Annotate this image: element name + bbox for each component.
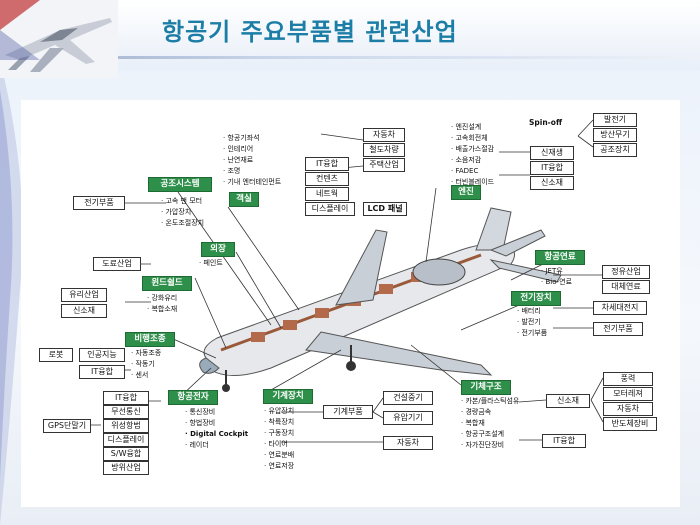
box-it-convergence-engine: IT융합	[530, 161, 574, 175]
box-it-convergence-av: IT융합	[103, 391, 149, 405]
box-alternative-fuel: 대체연료	[602, 280, 650, 294]
header-flight-control: 비행조종	[125, 332, 175, 347]
list-electrical: 배터리 발전기 전기부품	[517, 306, 547, 339]
box-electrical-parts-right: 전기부품	[593, 322, 643, 336]
box-mechanical-parts: 기계부품	[323, 405, 373, 419]
box-automobile-cabin: 자동차	[363, 128, 405, 142]
box-sw-convergence: S/W융합	[103, 447, 149, 461]
page-title: 항공기 주요부품별 관련산업	[162, 18, 458, 46]
fighter-jet-icon	[0, 0, 118, 78]
box-display: 디스플레이	[103, 433, 149, 447]
box-it-convergence-fc: IT융합	[79, 365, 125, 379]
box-display-cabin: 디스플레이	[305, 202, 355, 216]
box-satellite-nav: 위성항법	[103, 419, 149, 433]
list-aviation-fuel: JET유 Bio-연료	[541, 266, 572, 288]
list-flight-control: 자동조종 작동기 센서	[131, 348, 161, 381]
list-cabin: 항공기좌석 인테리어 난연재료 조명 기내 엔터테인먼트	[223, 133, 281, 188]
header-airframe: 기체구조	[461, 380, 511, 395]
box-gps-terminal: GPS단말기	[43, 419, 91, 433]
box-it-convergence-airframe: IT융합	[542, 434, 586, 448]
box-hydraulic-equipment: 유압기기	[383, 411, 433, 425]
list-mechanical: 유압장치 착륙장치 구동장치 타이어 연료분배 연료저장	[264, 406, 294, 472]
list-avionics: 통신장비 항법장비 Digital Cockpit 레이더	[185, 407, 248, 451]
box-defense: 방위산업	[103, 461, 149, 475]
box-semiconductor-equipment: 반도체장비	[603, 417, 657, 431]
box-wind-power: 풍력	[603, 372, 653, 386]
header-engine: 엔진	[451, 185, 481, 200]
box-automobile-mech: 자동차	[383, 436, 433, 450]
box-ai: 인공지능	[79, 348, 125, 362]
box-construction-machinery: 건설중기	[383, 391, 433, 405]
header-windshield: 윈드쉴드	[142, 276, 192, 291]
list-air-conditioning: 고속 팬 모터 가압장치 온도조절장치	[161, 196, 204, 229]
box-next-gen-battery: 차세대전지	[593, 301, 647, 315]
header-mechanical: 기계장치	[263, 389, 313, 404]
header-electrical: 전기장치	[511, 291, 561, 306]
list-engine: 엔진설계 고속회전체 배출가스절감 소음저감 FADEC 터빈블레이드	[451, 122, 494, 188]
header-divider	[0, 56, 700, 59]
box-generator: 발전기	[593, 113, 637, 127]
aircraft-cutaway-illustration	[74, 119, 604, 443]
box-new-materials-engine: 신소재	[530, 176, 574, 190]
header-cabin: 객실	[229, 192, 259, 207]
box-paint-industry: 도료산업	[93, 257, 141, 271]
list-windshield: 강화유리 복합소재	[147, 293, 177, 315]
list-exterior: 페인트	[199, 258, 222, 269]
box-network: 네트웍	[305, 187, 349, 201]
box-motor-leisure: 모터레져	[603, 387, 653, 401]
box-refinery: 정유산업	[602, 265, 650, 279]
box-defense-weapons: 방산무기	[593, 128, 637, 142]
left-swoosh-decoration	[0, 60, 23, 525]
box-robot: 로봇	[39, 348, 73, 362]
header-avionics: 항공전자	[168, 390, 218, 405]
box-hvac: 공조장치	[593, 143, 637, 157]
box-glass-industry: 유리산업	[61, 288, 107, 302]
box-railway: 철도차량	[363, 143, 405, 157]
box-new-materials-airframe: 신소재	[546, 394, 590, 408]
box-contents: 컨텐츠	[305, 172, 349, 186]
box-it-convergence-cabin: IT융합	[305, 157, 349, 171]
box-new-materials: 신소재	[61, 304, 107, 318]
header-aviation-fuel: 항공연료	[535, 250, 585, 265]
box-automobile-airframe: 자동차	[603, 402, 653, 416]
box-lcd-panel: LCD 패널	[363, 202, 407, 216]
list-airframe: 카본/플라스틱섬유 경량금속 복합재 항공구조설계 자가진단장비	[461, 396, 519, 451]
box-electrical-parts: 전기부품	[73, 196, 125, 210]
industry-diagram: 공조시스템 전기부품 고속 팬 모터 가압장치 온도조절장치 외장 도료산업 페…	[21, 100, 680, 507]
header-exterior: 외장	[201, 242, 235, 257]
box-renewable: 신재생	[530, 146, 574, 160]
box-wireless: 무선통신	[103, 405, 149, 419]
label-spin-off: Spin-off	[529, 118, 563, 127]
header-air-conditioning: 공조시스템	[148, 177, 212, 192]
box-housing: 주택산업	[363, 158, 405, 172]
